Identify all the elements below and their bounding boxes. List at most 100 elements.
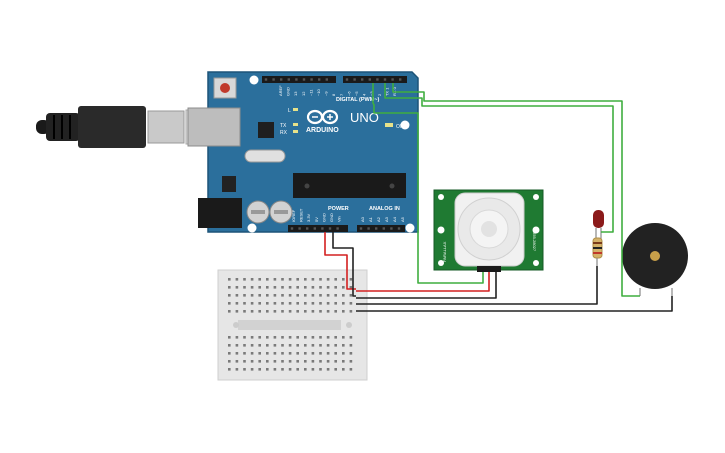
- breadboard-hole: [349, 368, 353, 371]
- breadboard-hole: [266, 352, 269, 355]
- breadboard-hole: [273, 336, 277, 339]
- header-pin: [290, 227, 294, 230]
- breadboard-hole: [266, 286, 269, 289]
- breadboard-hole: [342, 286, 345, 289]
- reset-button-cap: [220, 83, 230, 93]
- breadboard-hole: [349, 344, 353, 347]
- pin-label: Vin: [337, 216, 342, 222]
- breadboard-hole: [349, 294, 353, 297]
- pin-label: 13: [293, 91, 298, 96]
- analog-label: ANALOG IN: [369, 206, 400, 212]
- breadboard-hole: [288, 352, 292, 355]
- breadboard-hole: [349, 278, 353, 281]
- wires: [324, 83, 673, 312]
- on-label: ON: [396, 124, 404, 130]
- breadboard-hole: [342, 352, 345, 355]
- analog-header: [357, 225, 405, 232]
- breadboard-hole: [304, 310, 307, 313]
- header-pin: [359, 227, 363, 230]
- breadboard-hole: [243, 344, 246, 347]
- led-l-label: L: [288, 108, 291, 114]
- breadboard-hole: [235, 294, 239, 297]
- breadboard-hole: [326, 336, 330, 339]
- pin-label: 3.3V: [306, 213, 311, 222]
- header-pin: [328, 227, 332, 230]
- breadboard-hole: [326, 344, 330, 347]
- wire-led-gnd-black: [356, 266, 598, 305]
- pin-label: GND: [329, 213, 334, 222]
- header-pin: [264, 78, 268, 81]
- breadboard-hole: [235, 352, 239, 355]
- pin-label: A0: [360, 216, 365, 222]
- breadboard-hole: [349, 286, 353, 289]
- pir-brand-label: PARALLAX: [442, 241, 447, 262]
- breadboard-hole: [228, 302, 231, 305]
- piezo-buzzer: [622, 223, 688, 296]
- breadboard-hole: [235, 368, 239, 371]
- header-pin: [361, 78, 364, 81]
- breadboard-hole: [228, 368, 231, 371]
- breadboard-holes: [228, 78, 402, 371]
- breadboard-hole: [258, 278, 261, 281]
- breadboard-hole: [235, 336, 239, 339]
- red-led: [593, 210, 604, 240]
- header-pin: [287, 78, 290, 81]
- breadboard-hole: [273, 310, 277, 313]
- breadboard-hole: [304, 352, 307, 355]
- breadboard-hole: [266, 302, 269, 305]
- breadboard-hole: [342, 336, 345, 339]
- breadboard-hole: [228, 310, 231, 313]
- breadboard-hole: [288, 368, 292, 371]
- breadboard-hole: [319, 278, 322, 281]
- breadboard-hole: [273, 286, 277, 289]
- breadboard-hole: [334, 310, 337, 313]
- breadboard-hole: [250, 278, 254, 281]
- breadboard-hole: [266, 344, 269, 347]
- breadboard-hole: [266, 368, 269, 371]
- breadboard-hole: [243, 310, 246, 313]
- header-pin: [376, 78, 379, 81]
- breadboard-hole: [342, 344, 345, 347]
- wire-5v-red: [324, 232, 356, 290]
- breadboard-hole: [266, 294, 269, 297]
- breadboard-hole: [243, 302, 246, 305]
- breadboard-hole: [235, 310, 239, 313]
- led-rx-label: RX: [280, 130, 288, 136]
- header-pin: [302, 78, 306, 81]
- breadboard-hole: [273, 302, 277, 305]
- voltage-regulator: [222, 176, 236, 192]
- led-rx: [293, 130, 298, 133]
- header-pin: [325, 78, 328, 81]
- breadboard-hole: [288, 286, 292, 289]
- pin-label: 2: [377, 93, 382, 96]
- pin-label: 8: [331, 93, 336, 96]
- header-pin: [382, 227, 385, 230]
- breadboard-hole: [273, 368, 277, 371]
- breadboard-hole: [296, 368, 299, 371]
- breadboard-hole: [243, 336, 246, 339]
- breadboard-hole: [281, 368, 284, 371]
- breadboard-hole: [250, 360, 254, 363]
- breadboard-hole: [235, 360, 239, 363]
- header-pin: [391, 78, 394, 81]
- breadboard-hole: [250, 344, 254, 347]
- breadboard-hole: [243, 278, 246, 281]
- breadboard-hole: [342, 302, 345, 305]
- power-label: POWER: [328, 206, 349, 212]
- breadboard-hole: [296, 310, 299, 313]
- header-pin: [345, 78, 349, 81]
- breadboard-hole: [235, 344, 239, 347]
- breadboard-hole: [228, 360, 231, 363]
- breadboard-hole: [319, 302, 322, 305]
- resistor: [592, 237, 603, 266]
- model-label: UNO: [350, 110, 379, 125]
- breadboard-hole: [296, 344, 299, 347]
- header-pin: [375, 227, 378, 230]
- header-pin: [306, 227, 309, 230]
- breadboard-hole: [281, 302, 284, 305]
- led-on: [385, 123, 393, 127]
- breadboard-hole: [266, 278, 269, 281]
- breadboard-hole: [258, 310, 261, 313]
- breadboard-hole: [288, 278, 292, 281]
